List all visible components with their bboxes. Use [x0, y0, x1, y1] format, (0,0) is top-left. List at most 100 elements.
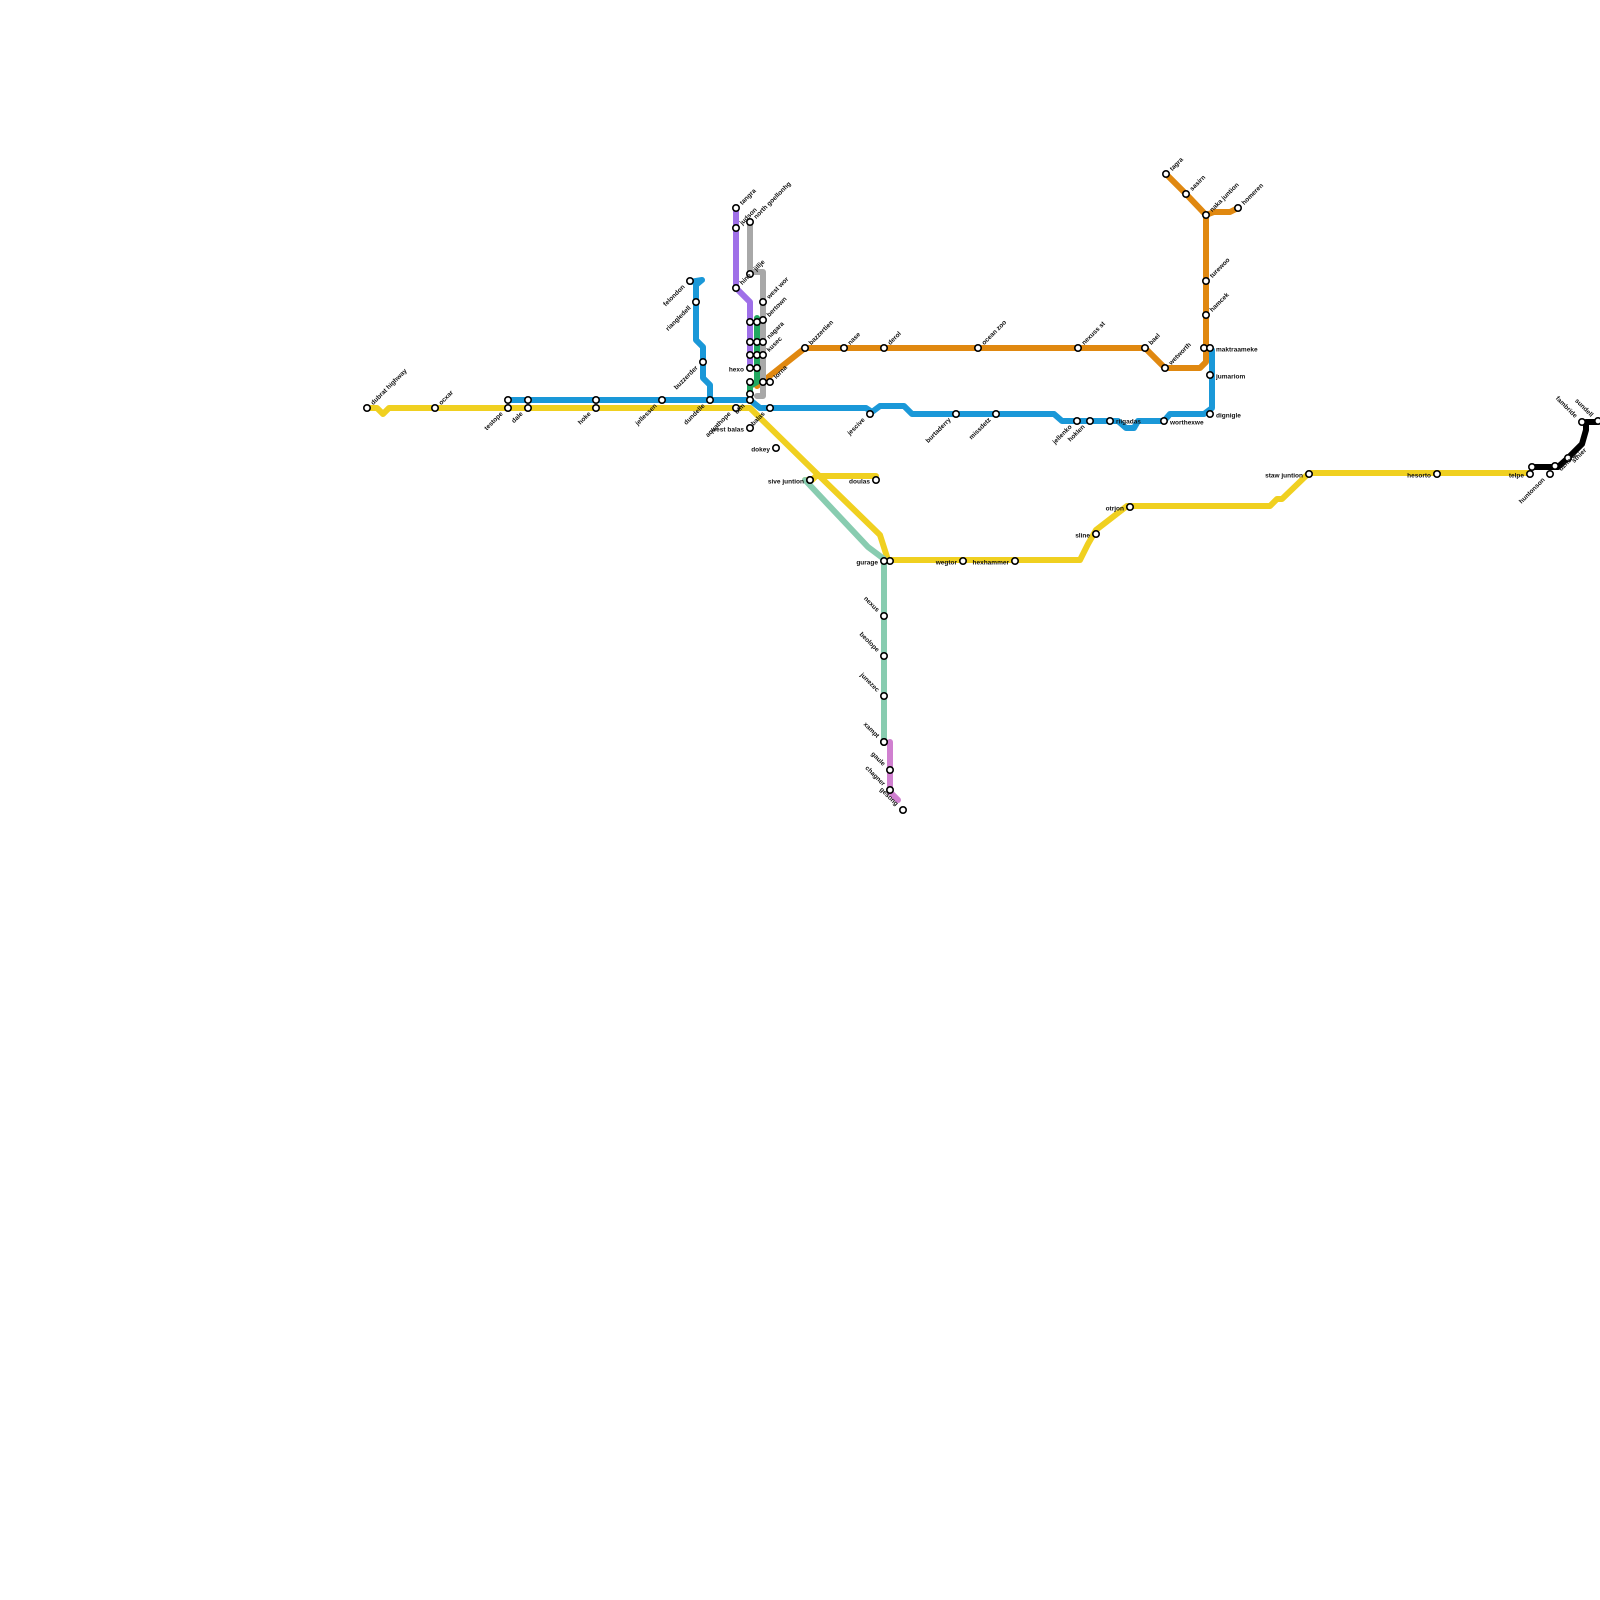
station-marker[interactable]: [765, 377, 774, 386]
station-marker[interactable]: [1594, 417, 1600, 425]
station-marker[interactable]: [805, 475, 814, 484]
station-label: nase: [847, 331, 863, 347]
station-marker[interactable]: [1546, 469, 1555, 478]
station-marker[interactable]: [758, 350, 767, 359]
station-marker[interactable]: [1161, 363, 1170, 372]
station-marker[interactable]: [731, 204, 740, 213]
station-marker[interactable]: [731, 403, 740, 412]
station-marker[interactable]: [1092, 529, 1101, 538]
station-marker[interactable]: [1010, 556, 1019, 565]
station-marker[interactable]: [685, 276, 694, 285]
station-marker[interactable]: [591, 403, 600, 412]
station-marker[interactable]: [1526, 469, 1535, 478]
station-marker[interactable]: [1202, 310, 1211, 319]
station-marker[interactable]: [885, 765, 894, 774]
station-marker[interactable]: [758, 315, 767, 324]
interchange-marker[interactable]: [1528, 462, 1537, 471]
station-marker[interactable]: [1206, 409, 1215, 418]
station-marker[interactable]: [1086, 416, 1095, 425]
interchange-marker[interactable]: [591, 395, 600, 404]
station-marker[interactable]: [731, 283, 740, 292]
station-marker[interactable]: [885, 785, 894, 794]
interchange-marker[interactable]: [745, 317, 754, 326]
station-marker[interactable]: [951, 409, 960, 418]
station-marker[interactable]: [879, 651, 888, 660]
station-marker[interactable]: [1305, 469, 1314, 478]
station-marker[interactable]: [865, 409, 874, 418]
station-marker[interactable]: [1106, 416, 1115, 425]
station-label: hamcek: [1209, 291, 1231, 313]
station-marker[interactable]: [871, 475, 880, 484]
station-marker[interactable]: [771, 443, 780, 452]
station-marker[interactable]: [503, 403, 512, 412]
station-marker[interactable]: [758, 337, 767, 346]
station-marker[interactable]: [745, 218, 754, 227]
station-marker[interactable]: [800, 343, 809, 352]
station-marker[interactable]: [362, 403, 371, 412]
station-label: worthexwe: [1169, 420, 1204, 427]
station-marker[interactable]: [745, 363, 754, 372]
interchange-marker[interactable]: [745, 377, 754, 386]
route-layer: [364, 171, 1600, 803]
station-marker[interactable]: [745, 395, 754, 404]
station-label: dale: [510, 410, 524, 424]
station-marker[interactable]: [879, 556, 888, 565]
station-marker[interactable]: [1182, 190, 1191, 199]
station-marker[interactable]: [879, 737, 888, 746]
route-orange-4: [754, 205, 1241, 389]
station-marker[interactable]: [705, 395, 714, 404]
station-marker[interactable]: [1578, 417, 1587, 426]
station-marker[interactable]: [523, 403, 532, 412]
station-marker[interactable]: [1206, 370, 1215, 379]
station-label: ocxar: [438, 389, 456, 407]
station-marker[interactable]: [765, 403, 774, 412]
station-marker[interactable]: [1126, 502, 1135, 511]
interchange-marker[interactable]: [503, 395, 512, 404]
station-marker[interactable]: [1073, 416, 1082, 425]
station-marker[interactable]: [898, 805, 907, 814]
station-marker[interactable]: [1160, 416, 1169, 425]
station-marker[interactable]: [698, 357, 707, 366]
interchange-marker[interactable]: [745, 337, 754, 346]
station-marker[interactable]: [430, 403, 439, 412]
station-marker[interactable]: [731, 224, 740, 233]
station-marker[interactable]: [1074, 343, 1083, 352]
station-marker[interactable]: [1202, 211, 1211, 220]
interchange-marker[interactable]: [758, 377, 767, 386]
station-marker[interactable]: [745, 269, 754, 278]
station-marker[interactable]: [973, 343, 982, 352]
station-marker[interactable]: [1234, 204, 1243, 213]
station-marker[interactable]: [657, 395, 666, 404]
route-green-8: [747, 315, 760, 395]
station-marker[interactable]: [1202, 276, 1211, 285]
station-marker[interactable]: [1206, 343, 1215, 352]
station-marker[interactable]: [839, 343, 848, 352]
station-label: telpe: [1509, 473, 1525, 480]
route-blue-3: [687, 277, 713, 403]
station-label: hesorto: [1407, 473, 1431, 480]
station-marker[interactable]: [758, 297, 767, 306]
station-marker[interactable]: [1551, 461, 1560, 470]
station-label: nexuss st: [1081, 320, 1108, 347]
station-label: jumariom: [1215, 374, 1245, 381]
station-label: west balas: [710, 427, 744, 434]
route-yellow-0: [364, 405, 1533, 563]
station-marker[interactable]: [879, 691, 888, 700]
station-label: lorna: [773, 364, 789, 380]
station-marker[interactable]: [1564, 453, 1573, 462]
station-marker[interactable]: [745, 423, 754, 432]
station-marker[interactable]: [879, 343, 888, 352]
interchange-marker[interactable]: [745, 350, 754, 359]
station-marker[interactable]: [958, 556, 967, 565]
station-label: derol: [887, 330, 903, 346]
interchange-marker[interactable]: [523, 395, 532, 404]
station-label: tagra: [1169, 156, 1185, 172]
station-marker[interactable]: [1141, 343, 1150, 352]
interchange-marker[interactable]: [752, 363, 761, 372]
station-marker[interactable]: [879, 611, 888, 620]
station-marker[interactable]: [1162, 170, 1171, 179]
station-marker[interactable]: [991, 409, 1000, 418]
station-marker[interactable]: [1433, 469, 1442, 478]
station-marker[interactable]: [691, 297, 700, 306]
